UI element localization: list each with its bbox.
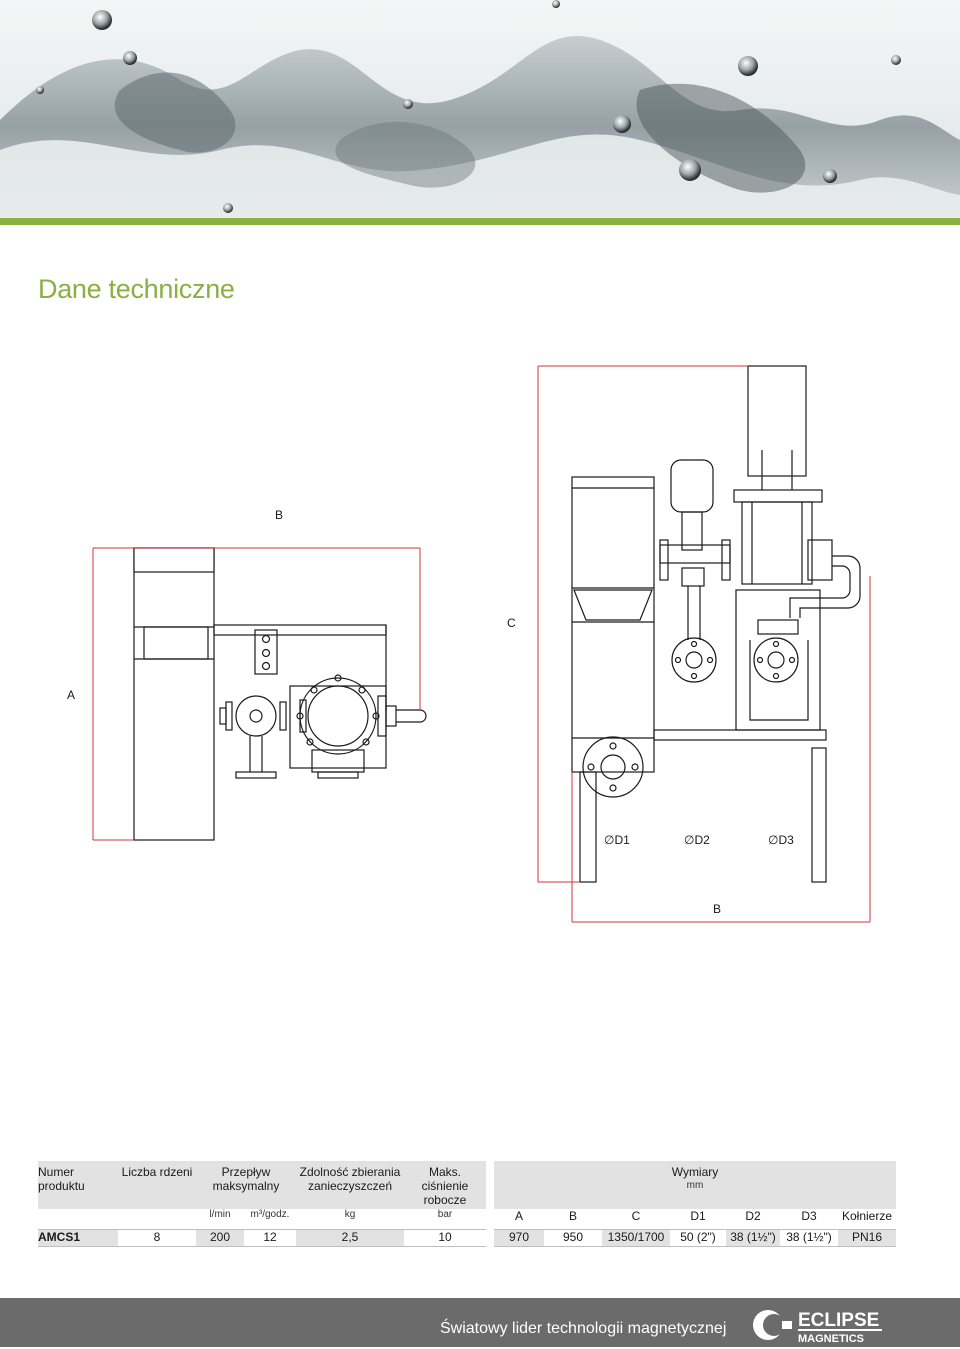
col-header-d1: D1 bbox=[690, 1209, 706, 1223]
dimension-label-b-left: B bbox=[275, 508, 284, 522]
dimension-lines bbox=[92, 365, 871, 923]
header-pressure: Maks. ciśnienie robocze bbox=[404, 1161, 486, 1209]
cell-d3: 38 (1½") bbox=[780, 1229, 838, 1247]
cell-pressure: 10 bbox=[404, 1229, 486, 1247]
technical-drawing: B A C B ∅D1 ∅D2 ∅D3 bbox=[0, 340, 960, 960]
unit-pressure: bar bbox=[437, 1209, 453, 1220]
cell-a: 970 bbox=[494, 1229, 544, 1247]
header-flow: Przepływ maksymalny bbox=[196, 1161, 296, 1209]
col-header-d3: D3 bbox=[801, 1209, 817, 1223]
spec-table: Numer produktu Liczba rdzeni Przepływ ma… bbox=[38, 1161, 896, 1247]
cell-d2: 38 (1½") bbox=[726, 1229, 780, 1247]
col-header-flanges: Kołnierze bbox=[841, 1209, 893, 1223]
cell-cores: 8 bbox=[118, 1229, 196, 1247]
footer-bar bbox=[0, 1298, 960, 1347]
spec-table-header-row: Numer produktu Liczba rdzeni Przepływ ma… bbox=[38, 1161, 896, 1209]
page-title: Dane techniczne bbox=[38, 274, 235, 305]
cell-c: 1350/1700 bbox=[602, 1229, 670, 1247]
cell-d1: 50 (2") bbox=[670, 1229, 726, 1247]
left-view-drawing bbox=[133, 547, 427, 841]
unit-flow-m3: m³/godz. bbox=[250, 1209, 290, 1220]
unit-flow-lmin: l/min bbox=[209, 1209, 231, 1220]
eclipse-magnetics-logo: ECLIPSE MAGNETICS bbox=[752, 1306, 892, 1345]
cell-flow-m3: 12 bbox=[244, 1229, 296, 1247]
dimension-label-d3: ∅D3 bbox=[768, 833, 794, 847]
header-dimensions-unit: mm bbox=[686, 1180, 704, 1191]
table-row: AMCS1 8 200 12 2,5 10 970 950 1350/1700 … bbox=[38, 1229, 896, 1247]
header-capacity: Zdolność zbierania zanieczyszczeń bbox=[296, 1161, 404, 1209]
header-cores: Liczba rdzeni bbox=[118, 1161, 196, 1209]
cell-capacity: 2,5 bbox=[296, 1229, 404, 1247]
cell-product: AMCS1 bbox=[38, 1229, 118, 1247]
col-header-d2: D2 bbox=[745, 1209, 761, 1223]
unit-capacity: kg bbox=[344, 1209, 356, 1220]
header-dimensions-label: Wymiary bbox=[671, 1165, 719, 1179]
cell-flanges: PN16 bbox=[838, 1229, 896, 1247]
dimension-label-d1: ∅D1 bbox=[604, 833, 630, 847]
hero-water-splash-image bbox=[0, 0, 960, 218]
col-header-c: C bbox=[631, 1209, 641, 1223]
col-header-b: B bbox=[568, 1209, 577, 1223]
dimension-label-d2: ∅D2 bbox=[684, 833, 710, 847]
accent-bar bbox=[0, 218, 960, 225]
logo-mark-icon: ECLIPSE MAGNETICS bbox=[753, 1310, 882, 1345]
col-header-a: A bbox=[514, 1209, 523, 1223]
right-view-drawing bbox=[571, 365, 861, 883]
dimension-label-c: C bbox=[507, 616, 516, 630]
cell-flow-lmin: 200 bbox=[196, 1229, 244, 1247]
cell-b: 950 bbox=[544, 1229, 602, 1247]
dimension-label-a: A bbox=[67, 688, 76, 702]
header-product: Numer produktu bbox=[38, 1161, 118, 1209]
spec-table-units-row: l/min m³/godz. kg bar A B C D1 D2 D3 Koł… bbox=[38, 1209, 896, 1230]
footer-tagline: Światowy lider technologii magnetycznej bbox=[440, 1320, 727, 1337]
logo-text-eclipse: ECLIPSE bbox=[798, 1310, 879, 1331]
header-dimensions: Wymiary mm bbox=[494, 1161, 896, 1209]
logo-text-magnetics: MAGNETICS bbox=[798, 1333, 864, 1344]
dimension-label-b-right: B bbox=[713, 902, 722, 916]
